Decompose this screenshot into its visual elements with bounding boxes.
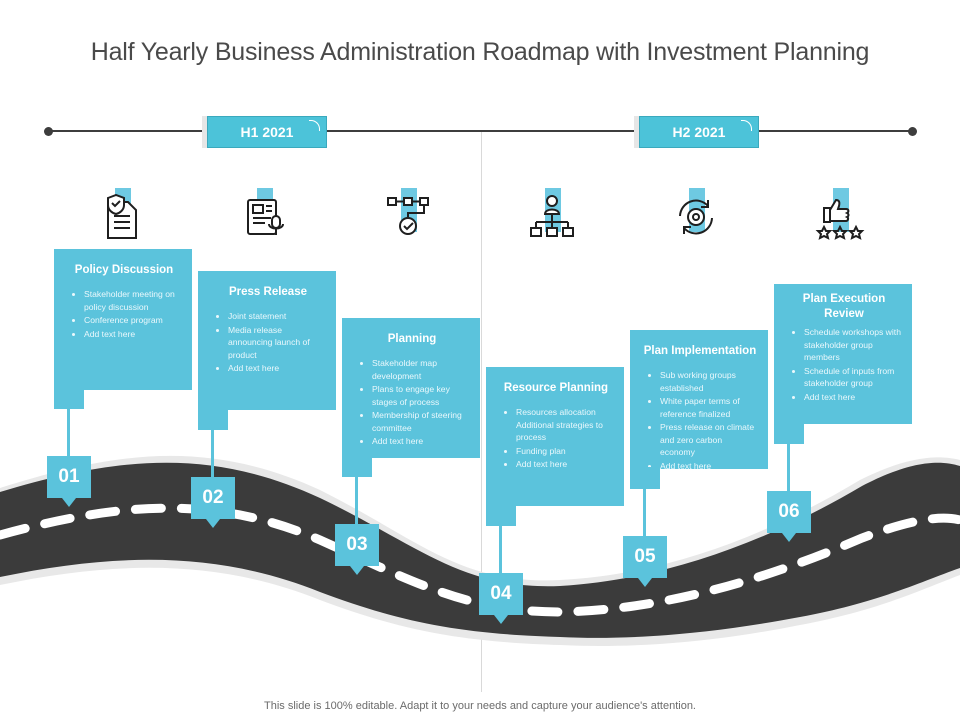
thumbs-up-stars-icon — [814, 188, 866, 240]
bullet: Press release on climate and zero carbon… — [660, 421, 758, 459]
bullet: White paper terms of reference finalized — [660, 395, 758, 420]
bullet: Schedule workshops with stakeholder grou… — [804, 326, 902, 364]
connector-stem — [67, 408, 70, 458]
card-tab — [630, 467, 660, 489]
step-title: Resource Planning — [503, 382, 609, 394]
step-bullets: Sub working groups established White pap… — [642, 369, 758, 472]
step-marker-02: 02 — [191, 477, 235, 528]
connector-stem — [499, 524, 502, 574]
road-lane-markings — [0, 503, 960, 617]
connector-stem — [211, 428, 214, 478]
step-title: Press Release — [228, 286, 307, 298]
bullet: Media release announcing launch of produ… — [228, 324, 326, 362]
bullet: Plans to engage key stages of process — [372, 383, 470, 408]
timeline-end-dot — [908, 126, 917, 136]
bullet: Sub working groups established — [660, 369, 758, 394]
timeline-line — [48, 130, 913, 132]
step-title: Planning — [387, 333, 437, 345]
connector-stem — [787, 442, 790, 492]
bullet: Stakeholder meeting on policy discussion — [84, 288, 182, 313]
step-bullets: Schedule workshops with stakeholder grou… — [786, 326, 902, 403]
curl-decoration — [741, 120, 752, 131]
slide-footer: This slide is 100% editable. Adapt it to… — [264, 700, 696, 712]
curl-decoration — [309, 120, 320, 131]
step-card-plan-implementation: Plan Implementation Sub working groups e… — [630, 330, 768, 472]
bullet: Stakeholder map development — [372, 357, 470, 382]
bullet: Funding plan — [516, 445, 614, 458]
step-card-resource-planning: Resource Planning Resources allocation A… — [486, 367, 624, 506]
newspaper-microphone-icon — [238, 188, 290, 240]
bullet: Add text here — [516, 458, 614, 471]
step-bullets: Stakeholder map development Plans to eng… — [354, 357, 470, 448]
flowchart-check-icon — [382, 188, 434, 240]
org-hierarchy-icon — [526, 188, 578, 240]
step-title: Policy Discussion — [74, 264, 174, 276]
timeline-start-dot — [44, 126, 53, 136]
half-label-text: H2 2021 — [672, 124, 726, 140]
bullet: Membership of steering committee — [372, 409, 470, 434]
step-bullets: Stakeholder meeting on policy discussion… — [66, 288, 182, 340]
step-marker-06: 06 — [767, 491, 811, 542]
step-title: Plan Execution Review — [802, 293, 886, 320]
step-card-policy-discussion: Policy Discussion Stakeholder meeting on… — [54, 249, 192, 390]
step-card-press-release: Press Release Joint statement Media rele… — [198, 271, 336, 410]
half-label-text: H1 2021 — [240, 124, 294, 140]
road-surface — [0, 462, 960, 638]
step-bullets: Joint statement Media release announcing… — [210, 310, 326, 375]
bullet: Add text here — [804, 391, 902, 404]
half-divider-line — [481, 132, 482, 692]
step-marker-03: 03 — [335, 524, 379, 575]
card-tab — [342, 456, 372, 477]
half-label-h1: H1 2021 — [207, 116, 327, 148]
step-bullets: Resources allocation Additional strategi… — [498, 406, 614, 471]
step-title: Plan Implementation — [643, 345, 757, 357]
bullet: Conference program — [84, 314, 182, 327]
connector-stem — [355, 476, 358, 526]
slide-title: Half Yearly Business Administration Road… — [90, 38, 870, 66]
card-tab — [198, 408, 228, 430]
bullet: Joint statement — [228, 310, 326, 323]
gear-cycle-icon — [670, 188, 722, 240]
step-marker-05: 05 — [623, 536, 667, 587]
bullet: Add text here — [84, 328, 182, 341]
bullet: Schedule of inputs from stakeholder grou… — [804, 365, 902, 390]
step-marker-01: 01 — [47, 456, 91, 507]
bullet: Add text here — [372, 435, 470, 448]
step-card-planning: Planning Stakeholder map development Pla… — [342, 318, 480, 458]
card-tab — [54, 388, 84, 409]
card-tab — [774, 422, 804, 444]
step-card-plan-execution-review: Plan Execution Review Schedule workshops… — [774, 284, 912, 424]
connector-stem — [643, 487, 646, 537]
policy-document-icon — [96, 188, 148, 240]
bullet: Add text here — [660, 460, 758, 473]
step-marker-04: 04 — [479, 573, 523, 624]
bullet: Resources allocation Additional strategi… — [516, 406, 614, 444]
bullet: Add text here — [228, 362, 326, 375]
half-label-h2: H2 2021 — [639, 116, 759, 148]
card-tab — [486, 504, 516, 526]
